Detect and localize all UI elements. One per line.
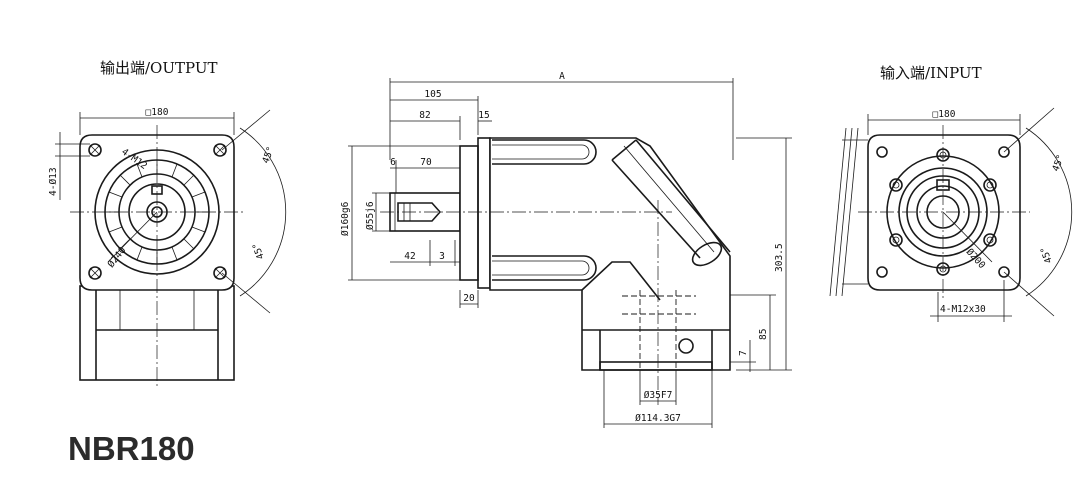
input-bolt-holes (889, 148, 997, 276)
dim-15: 15 (478, 110, 489, 121)
dim-input-bore: Ø35F7 (644, 390, 673, 401)
dim-shaft: Ø55j6 (365, 201, 376, 230)
output-corner-holes (88, 143, 227, 280)
dim-flange-pilot: Ø160g6 (340, 201, 351, 236)
dim-input-pilot: Ø114.3G7 (635, 413, 681, 424)
output-square-dim: □180 (146, 107, 169, 118)
input-corner-holes (876, 146, 1010, 278)
dim-overall-length: A (559, 71, 565, 82)
dim-82: 82 (419, 110, 430, 121)
dim-70: 70 (420, 157, 432, 168)
output-angle-bottom: 45° (251, 241, 267, 261)
input-bolts-dim: 4-M12x30 (940, 304, 986, 315)
dim-height: 303.5 (774, 243, 785, 272)
input-angle-bottom: 45° (1039, 245, 1055, 265)
model-name: NBR180 (68, 430, 195, 467)
side-view: A 105 82 15 6 70 42 3 Ø160g6 (340, 71, 792, 428)
output-view: 输出端/OUTPUT (48, 59, 287, 388)
dim-42: 42 (404, 251, 415, 262)
input-view: 输入端/INPUT (829, 64, 1073, 322)
dim-7: 7 (738, 350, 749, 356)
dim-85: 85 (758, 329, 769, 340)
dim-3: 3 (439, 251, 445, 262)
dim-6: 6 (390, 157, 396, 168)
dim-105: 105 (424, 89, 441, 100)
input-square-dim: □180 (933, 109, 956, 120)
input-angle-top: 45° (1050, 153, 1066, 173)
output-holes-dim: 4-Ø13 (48, 167, 59, 196)
dim-20: 20 (463, 293, 475, 304)
input-view-heading: 输入端/INPUT (880, 64, 982, 82)
output-view-heading: 输出端/OUTPUT (100, 59, 217, 77)
